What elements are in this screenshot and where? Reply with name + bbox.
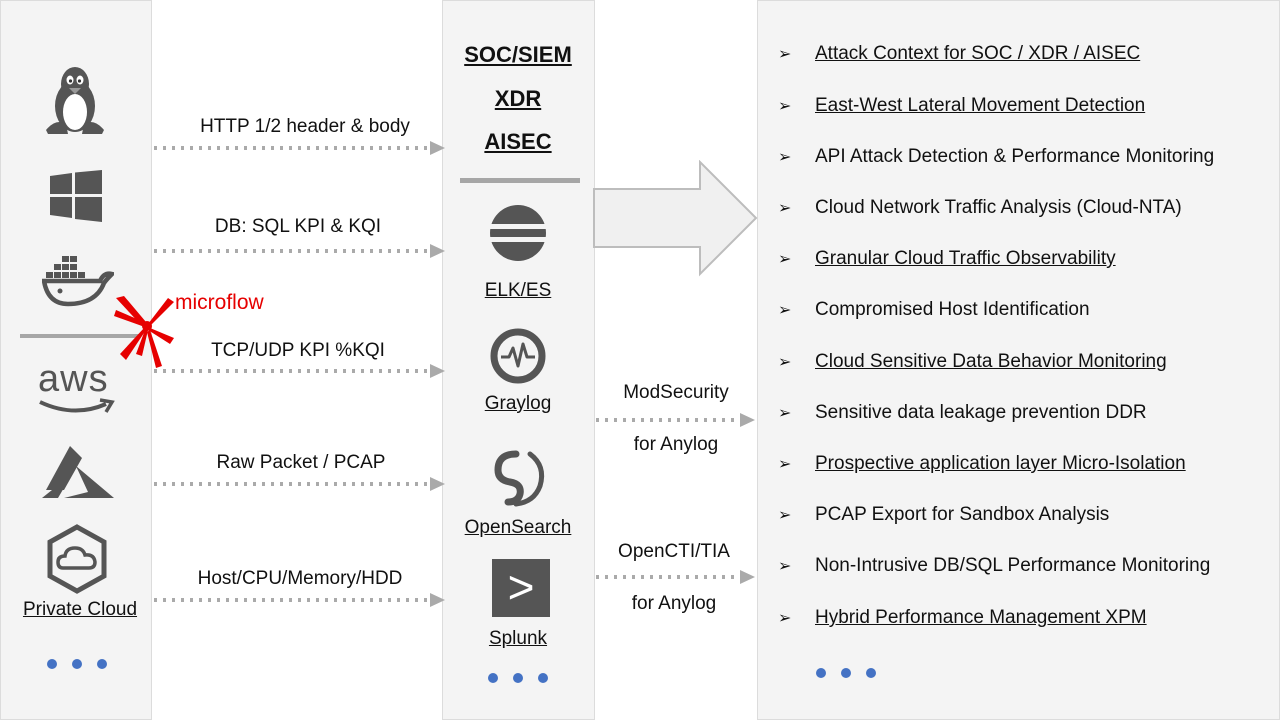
ellipsis-dot <box>72 659 82 669</box>
feature-text: Granular Cloud Traffic Observability <box>815 248 1116 269</box>
flow-arrowhead <box>430 364 445 378</box>
private-cloud-icon <box>47 524 107 594</box>
feature-bullet: ➢ <box>778 46 792 63</box>
ellipsis-dot <box>513 673 523 683</box>
feature-bullet: ➢ <box>778 149 792 166</box>
microflow-dragonfly-icon <box>114 296 174 368</box>
feature-item: ➢ Attack Context for SOC / XDR / AISEC <box>778 43 1140 65</box>
feature-item: ➢ Hybrid Performance Management XPM <box>778 607 1147 629</box>
feature-text: Sensitive data leakage prevention DDR <box>815 402 1147 423</box>
aws-icon-text: aws <box>38 358 109 400</box>
features-more-ellipsis <box>816 665 896 678</box>
feature-item: ➢ East-West Lateral Movement Detection <box>778 95 1145 117</box>
feature-text: Non-Intrusive DB/SQL Performance Monitor… <box>815 555 1211 576</box>
ellipsis-dot <box>866 668 876 678</box>
feature-bullet: ➢ <box>778 405 792 422</box>
flow-arrows-left <box>154 141 445 607</box>
feature-text: Cloud Network Traffic Analysis (Cloud-NT… <box>815 197 1182 218</box>
feature-item: ➢ Cloud Network Traffic Analysis (Cloud-N… <box>778 197 1182 219</box>
feature-text: API Attack Detection & Performance Monit… <box>815 146 1215 167</box>
anylog-arrowhead <box>740 570 755 584</box>
feature-item: ➢ Non-Intrusive DB/SQL Performance Monito… <box>778 555 1210 577</box>
anylog-modsecurity-label: ModSecurity <box>623 382 729 403</box>
feature-text: Attack Context for SOC / XDR / AISEC <box>815 43 1141 64</box>
linux-penguin-icon <box>46 67 104 134</box>
anylog-opencti-sub: for Anylog <box>631 593 717 614</box>
ellipsis-dot <box>97 659 107 669</box>
feature-text: Hybrid Performance Management XPM <box>815 607 1147 628</box>
feature-item: ➢ Sensitive data leakage prevention DDR <box>778 402 1147 424</box>
platform-divider <box>460 178 580 183</box>
sources-more-ellipsis <box>47 656 127 669</box>
elk-icon <box>489 205 547 261</box>
opensearch-icon <box>494 450 545 507</box>
feature-item: ➢ PCAP Export for Sandbox Analysis <box>778 504 1109 526</box>
private-cloud-label: Private Cloud <box>22 599 138 620</box>
splunk-glyph: > <box>507 561 535 613</box>
feature-text: Cloud Sensitive Data Behavior Monitoring <box>815 351 1167 372</box>
platforms-more-ellipsis <box>488 670 568 683</box>
ellipsis-dot <box>47 659 57 669</box>
ellipsis-dot <box>841 668 851 678</box>
source-divider <box>20 334 140 338</box>
feature-bullet: ➢ <box>778 507 792 524</box>
platform-header-xdr: XDR <box>494 86 542 111</box>
feature-bullet: ➢ <box>778 610 792 627</box>
flow-label-http: HTTP 1/2 header & body <box>200 116 410 137</box>
feature-text: Compromised Host Identification <box>815 299 1090 320</box>
anylog-arrows <box>596 413 755 584</box>
flow-label-host: Host/CPU/Memory/HDD <box>197 568 403 589</box>
splunk-icon: > <box>492 559 550 617</box>
azure-icon <box>42 446 114 498</box>
feature-item: ➢ Prospective application layer Micro-Iso… <box>778 453 1186 475</box>
anylog-opencti-label: OpenCTI/TIA <box>618 541 730 562</box>
feature-bullet: ➢ <box>778 98 792 115</box>
platform-elk-label: ELK/ES <box>484 280 552 301</box>
aws-icon: aws <box>34 358 118 420</box>
anylog-arrowhead <box>740 413 755 427</box>
feature-text: East-West Lateral Movement Detection <box>815 95 1146 116</box>
flow-arrowhead <box>430 244 445 258</box>
feature-item: ➢ API Attack Detection & Performance Moni… <box>778 146 1214 168</box>
flow-arrowhead <box>430 593 445 607</box>
feature-text: Prospective application layer Micro-Isol… <box>815 453 1186 474</box>
graylog-icon <box>490 328 546 384</box>
feature-item: ➢ Granular Cloud Traffic Observability <box>778 248 1116 270</box>
flow-label-tcp: TCP/UDP KPI %KQI <box>211 340 385 361</box>
feature-item: ➢ Compromised Host Identification <box>778 299 1090 321</box>
feature-item: ➢ Cloud Sensitive Data Behavior Monitorin… <box>778 351 1167 373</box>
platform-header-aisec: AISEC <box>484 129 552 154</box>
microflow-label: microflow <box>175 291 264 314</box>
feature-bullet: ➢ <box>778 251 792 268</box>
feature-bullet: ➢ <box>778 456 792 473</box>
ellipsis-dot <box>488 673 498 683</box>
ellipsis-dot <box>816 668 826 678</box>
platform-header-soc-siem: SOC/SIEM <box>464 42 572 67</box>
feature-bullet: ➢ <box>778 354 792 371</box>
flow-label-pcap: Raw Packet / PCAP <box>216 452 386 473</box>
feature-bullet: ➢ <box>778 302 792 319</box>
anylog-modsecurity-sub: for Anylog <box>633 434 719 455</box>
platform-graylog-label: Graylog <box>484 393 552 414</box>
flow-arrowhead <box>430 141 445 155</box>
flow-label-db: DB: SQL KPI & KQI <box>214 216 382 237</box>
big-arrow-to-features <box>593 160 758 277</box>
platform-splunk-label: Splunk <box>488 628 548 649</box>
feature-bullet: ➢ <box>778 558 792 575</box>
windows-icon <box>50 170 102 222</box>
feature-text: PCAP Export for Sandbox Analysis <box>815 504 1110 525</box>
platform-opensearch-label: OpenSearch <box>464 517 572 538</box>
feature-bullet: ➢ <box>778 200 792 217</box>
docker-icon <box>42 256 114 307</box>
flow-arrowhead <box>430 477 445 491</box>
ellipsis-dot <box>538 673 548 683</box>
